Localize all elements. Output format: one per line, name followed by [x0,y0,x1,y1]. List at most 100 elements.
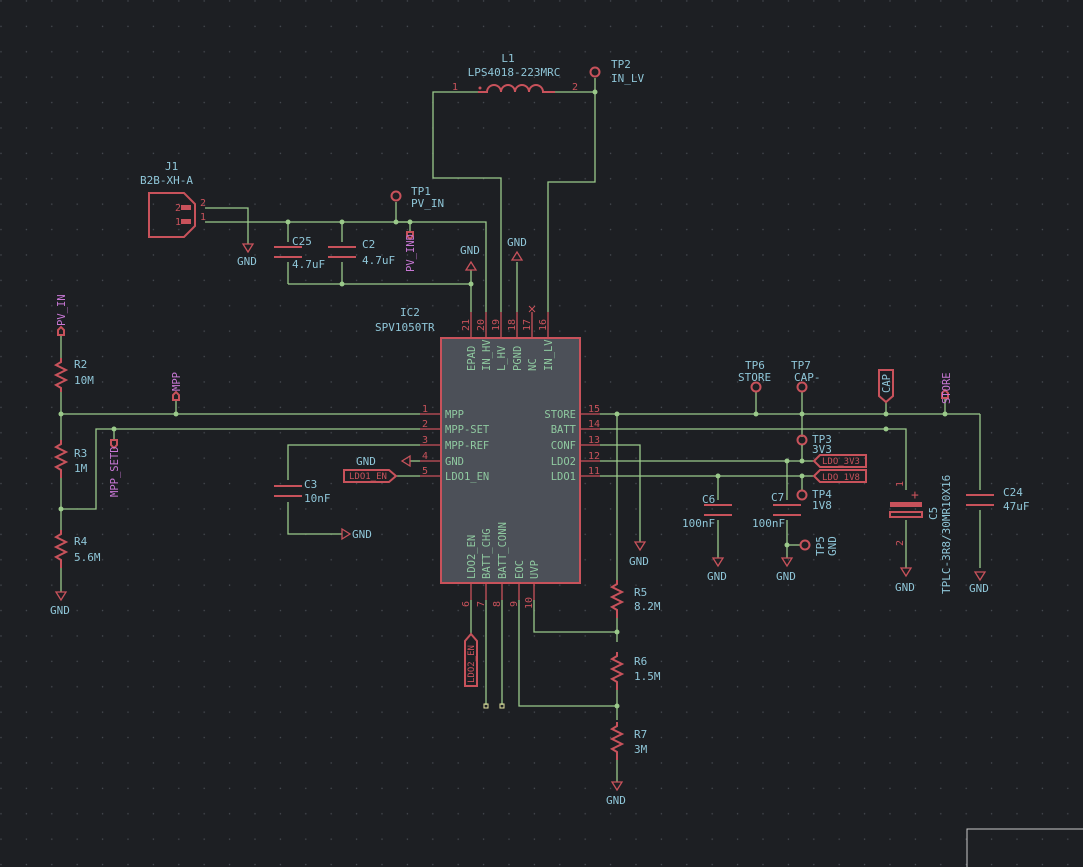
r2-value: 10M [74,374,94,387]
l1-ref: L1 [501,52,514,65]
tp4-value: 1V8 [812,499,832,512]
c7-value: 100nF [752,517,785,530]
net-label-ldo1-en: LDO1_EN [343,469,398,483]
capacitor-c6[interactable]: C6 100nF [682,493,732,530]
tp2-value: IN_LV [611,72,644,85]
capacitor-c5[interactable]: + 1 2 C5 TPLC-3R8/30MR10X16 [889,475,953,594]
testpoint-tp5[interactable]: TP5 GND [799,536,840,556]
svg-text:GND: GND [776,570,796,583]
svg-text:GND: GND [707,570,727,583]
svg-text:IN_LV: IN_LV [543,339,555,371]
svg-text:LDO1: LDO1 [551,471,576,483]
tp3-value: 3V3 [812,443,832,456]
gnd-symbol-pin4: GND [356,454,411,468]
l1-pin2: 2 [572,82,578,93]
net-label-ldo-3v3: LDO_3V3 [812,454,867,468]
gnd-symbol-epad: GND [460,244,480,271]
svg-text:6: 6 [461,601,472,607]
svg-text:LDO_3V3: LDO_3V3 [822,457,860,467]
net-label-ldo-1v8: LDO_1V8 [812,469,867,483]
svg-text:2: 2 [895,540,906,546]
gnd-symbol-conf: GND [629,541,649,568]
resistor-r4[interactable]: R4 5.6M [53,530,101,568]
svg-text:5: 5 [422,466,428,477]
capacitor-c24[interactable]: C24 47uF [966,486,1030,513]
r4-ref: R4 [74,535,88,548]
svg-text:LDO2_EN: LDO2_EN [467,645,477,683]
net-label-mpp-setd: MPP_SETD [109,439,121,497]
capacitor-c2[interactable]: C2 4.7uF [328,238,395,267]
c2-value: 4.7uF [362,254,395,267]
capacitor-c25[interactable]: C25 4.7uF [274,235,325,271]
c24-value: 47uF [1003,500,1030,513]
svg-text:BATT_CHG: BATT_CHG [481,528,493,579]
tp2-ref: TP2 [611,58,631,71]
tp1-value: PV_IN [411,197,444,210]
inductor-l1[interactable]: L1 LPS4018-223MRC 1 2 [452,52,578,93]
capacitor-c7[interactable]: C7 100nF [752,491,801,530]
svg-text:8: 8 [492,601,503,607]
svg-text:7: 7 [476,601,487,607]
resistor-r3[interactable]: R3 1M [53,440,88,478]
testpoint-tp1[interactable]: TP1 PV_IN [390,185,445,210]
svg-text:1: 1 [200,212,206,223]
testpoint-tp7[interactable]: TP7 CAP- [791,359,821,393]
net-label-mpp: MPP [171,372,183,401]
r7-ref: R7 [634,728,647,741]
c25-ref: C25 [292,235,312,248]
gnd-symbol-r7: GND [606,781,626,807]
connector-j1[interactable]: J1 B2B-XH-A 2 1 2 1 [140,160,206,238]
svg-text:1: 1 [175,217,181,228]
svg-text:MPP_SETD: MPP_SETD [109,446,121,497]
svg-text:LDO2_EN: LDO2_EN [466,535,478,579]
svg-text:CONF: CONF [551,440,576,452]
r7-value: 3M [634,743,648,756]
j1-ref: J1 [165,160,178,173]
resistor-r6[interactable]: R6 1.5M [609,652,661,690]
svg-text:LDO1_EN: LDO1_EN [445,471,489,483]
r3-value: 1M [74,462,88,475]
testpoint-tp3[interactable]: TP3 3V3 [796,433,832,461]
tp3-ref: TP3 [812,433,832,446]
c7-ref: C7 [771,491,784,504]
svg-text:PV_IN: PV_IN [56,294,68,326]
title-block-frame [966,828,1083,867]
testpoint-tp2[interactable]: TP2 IN_LV [589,58,645,85]
c5-ref: C5 [927,507,940,520]
net-label-store: STORE [941,372,953,404]
junctions [58,89,948,709]
testpoint-tp4[interactable]: TP4 1V8 [796,488,833,512]
resistor-r7[interactable]: R7 3M [609,722,648,760]
tp7-ref: TP7 [791,359,811,372]
r2-ref: R2 [74,358,87,371]
svg-text:LDO_1V8: LDO_1V8 [822,473,860,483]
ic-spv1050[interactable]: IC2 SPV1050TR 1 2 3 4 5 MPP MPP-SET MPP-… [375,305,600,609]
svg-text:MPP-SET: MPP-SET [445,424,490,436]
svg-text:10: 10 [524,597,535,609]
resistor-r5[interactable]: R5 8.2M [609,580,661,618]
svg-text:21: 21 [461,319,472,331]
j1-value: B2B-XH-A [140,174,193,187]
r5-ref: R5 [634,586,647,599]
svg-text:PV_IND: PV_IND [405,234,417,272]
r6-value: 1.5M [634,670,661,683]
net-label-pv-in: PV_IN [56,294,68,336]
svg-text:GND: GND [445,456,464,468]
svg-text:2: 2 [200,198,206,209]
r3-ref: R3 [74,447,87,460]
tp1-ref: TP1 [411,185,431,198]
c5-value: TPLC-3R8/30MR10X16 [940,475,953,594]
tp7-value: CAP- [794,371,821,384]
testpoint-tp6[interactable]: TP6 STORE [738,359,771,393]
tp5-ref: TP5 [814,536,827,556]
resistor-r2[interactable]: R2 10M [53,358,94,392]
svg-text:2: 2 [422,419,428,430]
capacitor-c3[interactable]: C3 10nF [274,478,331,505]
svg-text:19: 19 [491,319,502,331]
svg-text:GND: GND [352,528,372,541]
gnd-symbol-pgnd: GND [507,236,527,261]
svg-text:MPP-REF: MPP-REF [445,440,489,452]
svg-text:16: 16 [538,319,549,331]
svg-text:NC: NC [527,358,539,371]
